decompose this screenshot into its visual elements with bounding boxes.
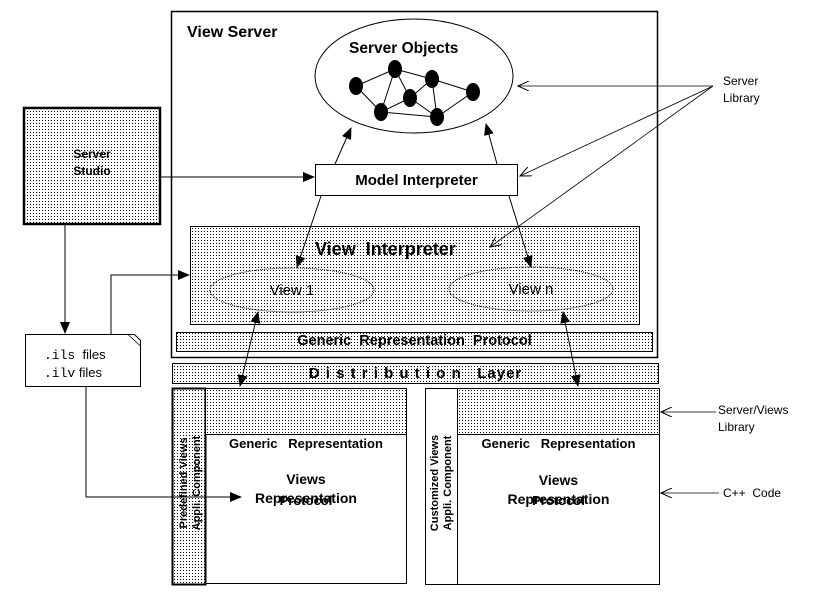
server-studio-label: Server Studio — [24, 146, 160, 180]
object-node — [388, 60, 402, 78]
distribution-layer-label: D i s t r i b u t i o n Layer — [308, 365, 523, 382]
arrow-files-to-views-representation — [85, 387, 242, 502]
customized-protocol-line2: Protocol — [532, 493, 585, 508]
view-interpreter-label: View Interpreter — [315, 239, 456, 259]
object-node — [374, 103, 388, 121]
files-word: files — [78, 365, 102, 380]
server-objects-title: Server Objects — [349, 40, 459, 57]
files-note-shape — [25, 334, 141, 387]
server-studio-line2: Studio — [73, 164, 111, 178]
generic-protocol-server-bar — [176, 332, 653, 352]
generic-protocol-server-label: Generic Representation Protocol — [297, 333, 532, 349]
object-node — [349, 77, 363, 95]
object-node — [403, 89, 417, 107]
predefined-side-bar — [171, 387, 207, 586]
predefined-side-label: Predefined Views Appli. Component — [178, 383, 204, 583]
predefined-protocol-line1: Generic Representation — [229, 436, 383, 451]
cpp-code-annotation: C++ Code — [723, 486, 782, 500]
view-n-ellipse — [448, 266, 614, 312]
server-library-annotation: Server Library — [723, 73, 760, 107]
predefined-side-line1: Predefined Views — [178, 437, 190, 529]
view-n-label: View n — [508, 281, 554, 298]
predefined-protocol-label: Generic Representation Protocol — [205, 396, 407, 529]
customized-side-label: Customized Views Appli. Component — [429, 383, 455, 583]
arrow-view-1-to-predefined — [237, 311, 261, 387]
customized-protocol-line1: Generic Representation — [481, 436, 636, 451]
server-library-line1: Server — [723, 74, 759, 88]
model-interpreter-label: Model Interpreter — [355, 172, 478, 189]
file-ext-ils: .ils — [44, 348, 76, 363]
customized-side-line1: Customized Views — [429, 434, 441, 532]
customized-side-line2: Appli. Component — [442, 435, 454, 531]
server-objects-nodes — [349, 60, 480, 126]
server-views-library-line1: Server/Views — [718, 403, 789, 417]
arrow-model-to-view-n — [508, 195, 533, 268]
view-server-title: View Server — [187, 24, 278, 41]
server-views-library-annotation: Server/Views Library — [718, 402, 788, 436]
predefined-views-line2: Representation — [255, 490, 357, 506]
file-ext-ilv: .ilv — [44, 366, 76, 381]
server-library-line2: Library — [723, 91, 760, 105]
customized-protocol-box — [457, 388, 660, 435]
arrow-library-to-view-interpreter — [490, 85, 714, 247]
arrow-model-to-objects-right — [484, 123, 498, 165]
server-studio-box — [22, 106, 162, 226]
customized-views-line2: Representation — [507, 491, 610, 507]
files-note-text: .ils files .ilv files — [44, 346, 106, 382]
distribution-layer-bar — [172, 363, 659, 384]
predefined-views-line1: Views — [286, 471, 326, 487]
arrow-library-to-model — [520, 85, 714, 176]
arrow-model-to-view-1 — [295, 195, 322, 268]
server-studio-line1: Server — [73, 147, 111, 161]
customized-views-line1: Views — [538, 472, 579, 488]
view-1-label: View 1 — [269, 282, 315, 299]
server-views-library-line2: Library — [718, 420, 755, 434]
predefined-side-line2: Appli. Component — [191, 435, 203, 531]
arrow-model-to-objects-left — [334, 127, 352, 165]
files-word: files — [82, 347, 106, 362]
model-interpreter-box — [315, 164, 518, 196]
customized-views-label: Views Representation — [457, 471, 660, 509]
view-server-box — [170, 10, 659, 359]
arrow-view-n-to-customized — [560, 311, 581, 387]
arrow-files-to-view-interpreter — [110, 270, 190, 334]
customized-protocol-label: Generic Representation Protocol — [457, 396, 660, 529]
view-1-ellipse — [209, 267, 375, 313]
object-node — [430, 108, 444, 126]
object-node — [466, 83, 480, 101]
object-node — [425, 70, 439, 88]
predefined-views-label: Views Representation — [205, 470, 407, 508]
predefined-protocol-line2: Protocol — [279, 493, 333, 508]
server-objects-ellipse — [314, 18, 514, 134]
predefined-protocol-box — [205, 388, 407, 435]
files-note-fold — [127, 334, 141, 347]
